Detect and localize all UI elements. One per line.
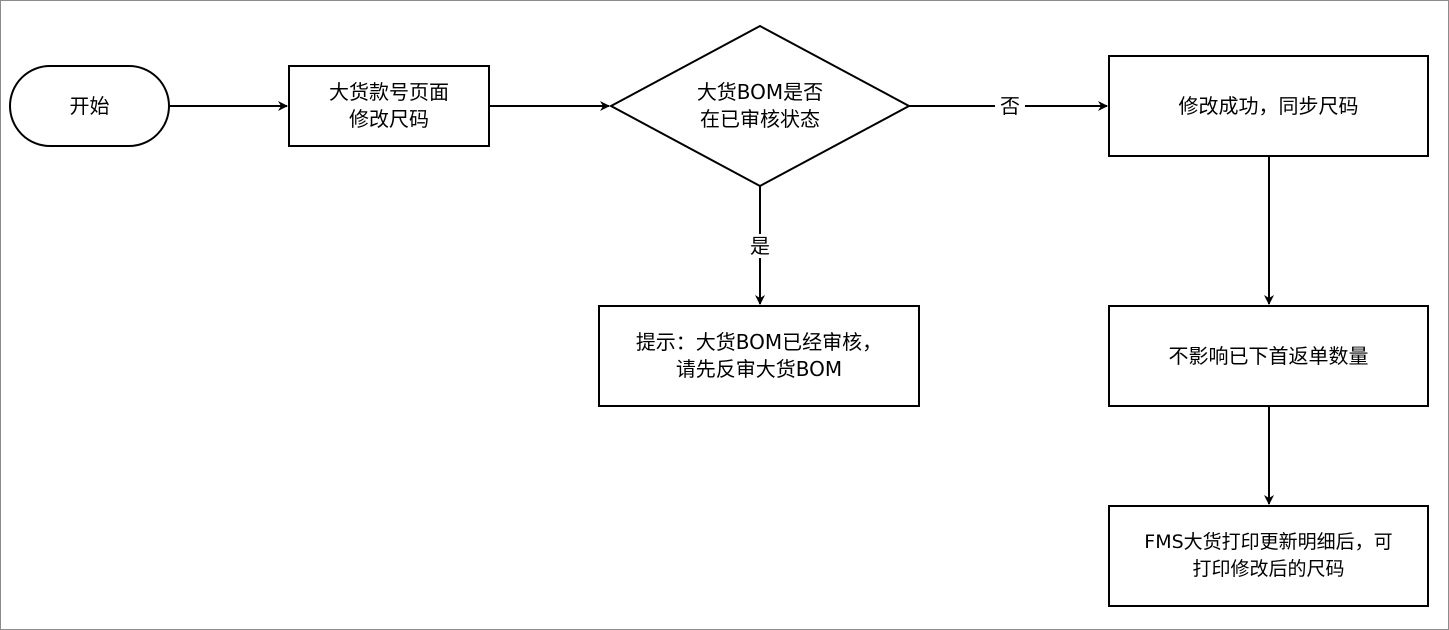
modify-size-node: 大货款号页面 修改尺码 bbox=[289, 66, 489, 146]
edge-label-no: 否 bbox=[995, 94, 1025, 118]
fms-print-label-line-2: 打印修改后的尺码 bbox=[1192, 558, 1345, 580]
sync-size-label: 修改成功，同步尺码 bbox=[1178, 93, 1359, 118]
prompt-label-line-1: 提示：大货BOM已经审核， bbox=[635, 330, 883, 354]
edge-label-yes: 是 bbox=[745, 234, 775, 258]
fms-print-process-shape bbox=[1108, 505, 1429, 607]
start-label: 开始 bbox=[69, 93, 110, 118]
prompt-node: 提示：大货BOM已经审核， 请先反审大货BOM bbox=[599, 306, 919, 406]
sync-size-process-shape bbox=[1108, 55, 1429, 157]
prompt-label-line-2: 请先反审大货BOM bbox=[675, 357, 843, 381]
no-effect-label: 不影响已下首返单数量 bbox=[1168, 343, 1369, 368]
bom-check-label-line-1: 大货BOM是否 bbox=[696, 80, 824, 104]
modify-size-label-line-2: 修改尺码 bbox=[349, 107, 429, 131]
modify-size-label-line-1: 大货款号页面 bbox=[329, 80, 449, 104]
modify-size-process-shape bbox=[288, 65, 490, 147]
bom-check-node: 大货BOM是否 在已审核状态 bbox=[611, 66, 909, 146]
bom-check-label-line-2: 在已审核状态 bbox=[700, 107, 820, 131]
prompt-process-shape bbox=[598, 305, 920, 407]
no-effect-node: 不影响已下首返单数量 bbox=[1109, 306, 1428, 406]
fms-print-label-line-1: FMS大货打印更新明细后，可 bbox=[1144, 531, 1393, 553]
fms-print-node: FMS大货打印更新明细后，可 打印修改后的尺码 bbox=[1109, 506, 1428, 606]
sync-size-node: 修改成功，同步尺码 bbox=[1109, 56, 1428, 156]
start-node: 开始 bbox=[10, 66, 169, 146]
